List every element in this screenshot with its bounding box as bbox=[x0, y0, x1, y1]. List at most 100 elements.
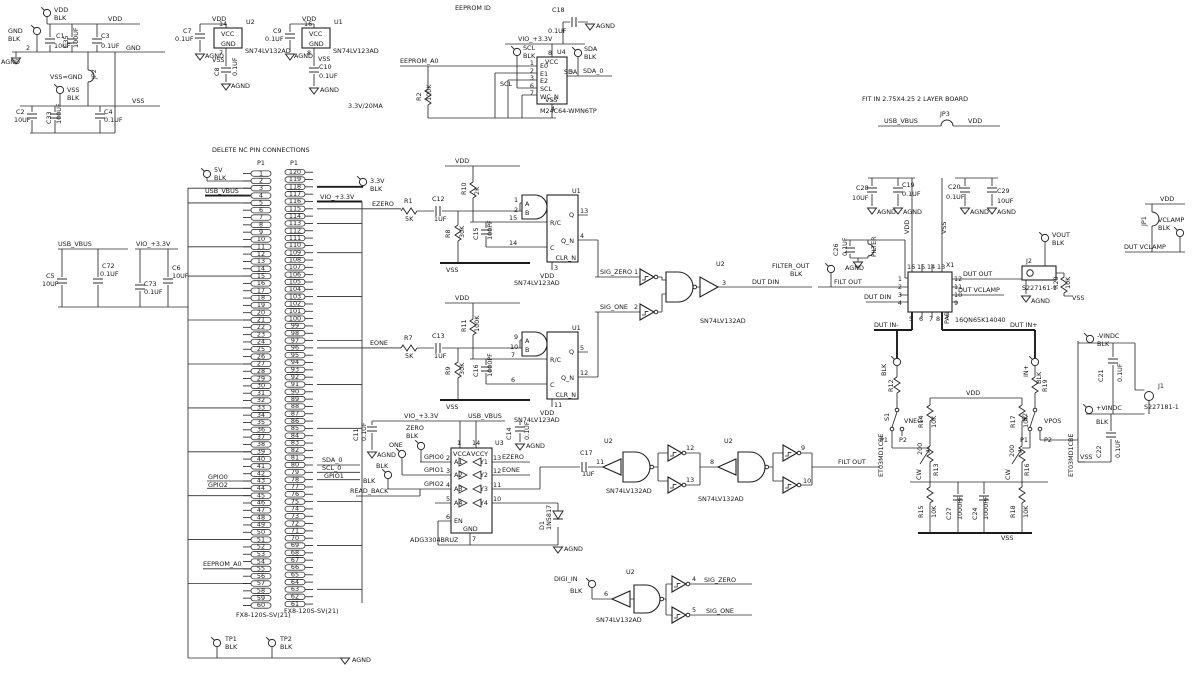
connector-pin bbox=[250, 412, 272, 419]
connector-pin bbox=[250, 595, 272, 602]
schematic-label: P1 bbox=[257, 159, 265, 167]
wires-x1 bbox=[818, 177, 1072, 318]
testpoint-SCL bbox=[510, 45, 522, 57]
connector-pin-number: 88 bbox=[291, 402, 299, 410]
connector-pin bbox=[250, 251, 272, 258]
wires-bypass bbox=[199, 23, 315, 86]
schematic-label: VDD bbox=[212, 15, 226, 23]
connector-pin-number: 104 bbox=[289, 285, 301, 293]
schematic-label: C7 bbox=[183, 27, 192, 35]
connector-pin bbox=[250, 485, 272, 492]
ic-U4-eeprom bbox=[536, 56, 568, 105]
schematic-label: SCL bbox=[523, 44, 536, 52]
testpoint-VOUT bbox=[1038, 231, 1050, 243]
schematic-label: Q bbox=[569, 211, 574, 219]
connector-pin-number: 66 bbox=[291, 563, 299, 571]
connector-pin bbox=[250, 580, 272, 587]
schematic-label: FILT OUT bbox=[838, 458, 866, 466]
switch-S1 bbox=[889, 407, 905, 432]
schematic-label: 0.1UF bbox=[523, 421, 531, 440]
schematic-label: 0.1UF bbox=[175, 35, 194, 43]
schematic-label: DUT IN+ bbox=[1010, 321, 1038, 329]
schematic-label: PAD bbox=[943, 311, 951, 324]
connector-pin bbox=[250, 441, 272, 448]
schematic-label: GPIO0 bbox=[208, 473, 228, 481]
connector-pin-number: 78 bbox=[291, 475, 299, 483]
schematic-label: 5 bbox=[569, 68, 573, 76]
schematic-label: SDA_0 bbox=[322, 456, 343, 464]
connector-pin-number: 55 bbox=[257, 565, 265, 573]
ic-X1 bbox=[907, 271, 953, 313]
connector-pin-number: 115 bbox=[289, 205, 301, 213]
schematic-label: 1 bbox=[530, 59, 534, 67]
agnd-symbol bbox=[195, 53, 205, 61]
schematic-label: 16 bbox=[304, 20, 312, 28]
gate-mono2-and bbox=[521, 331, 548, 357]
potentiometer-R13 bbox=[919, 445, 934, 465]
schematic-label: 200 bbox=[916, 443, 924, 455]
schematic-label: C12 bbox=[432, 195, 445, 203]
connector-pin-number: 113 bbox=[289, 219, 301, 227]
schematic-label: ET03MD1CBE bbox=[877, 434, 885, 477]
schematic-label: VSS bbox=[446, 403, 459, 411]
schematic-label: A bbox=[525, 200, 530, 208]
schematic-label: +VINDC bbox=[1096, 404, 1122, 412]
wires-dutin bbox=[874, 312, 1036, 358]
schematic-label: R2 bbox=[415, 92, 423, 101]
schematic-label: VCCY bbox=[471, 450, 488, 458]
schematic-label: C11 bbox=[352, 428, 360, 441]
schematic-label: 10K bbox=[1064, 276, 1072, 289]
schematic-label: VSS bbox=[1001, 534, 1014, 542]
schematic-label: C8 bbox=[213, 67, 221, 76]
schematic-label: WC_N bbox=[540, 93, 559, 101]
testpoint-DUT-IN-MINUS bbox=[890, 355, 902, 367]
schematic-label: DUT VCLAMP bbox=[958, 286, 1000, 294]
schematic-label: EZERO bbox=[502, 453, 524, 461]
connector-pin-number: 14 bbox=[257, 264, 265, 272]
schematic-label: EEPROM_A0 bbox=[400, 57, 439, 65]
ic-U1-mono2 bbox=[546, 331, 579, 400]
schematic-label: C6 bbox=[172, 264, 181, 272]
schematic-label: 10K bbox=[1022, 415, 1030, 428]
connector-pin bbox=[250, 309, 272, 316]
schematic-label: VOUT bbox=[1052, 231, 1070, 239]
cap-C7 bbox=[194, 33, 206, 39]
schematic-label: 12 bbox=[686, 444, 694, 452]
schematic-label: 30K bbox=[458, 225, 466, 238]
schematic-label: R8 bbox=[444, 229, 452, 238]
schematic-label: R11 bbox=[460, 319, 468, 332]
cap-C20 bbox=[959, 187, 971, 193]
schematic-label: U2 bbox=[246, 18, 255, 26]
connector-pin-number: 95 bbox=[291, 351, 299, 359]
schematic-label: VDD bbox=[966, 389, 980, 397]
schematic-label: 4 bbox=[551, 105, 555, 113]
connector-pin bbox=[250, 558, 272, 565]
schematic-label: 100PF bbox=[486, 220, 494, 240]
connector-pin bbox=[250, 346, 272, 353]
connector-pin-number: 51 bbox=[257, 535, 265, 543]
schematic-label: DUT DIN bbox=[864, 293, 891, 301]
schematic-label: VDD bbox=[540, 409, 554, 417]
schematic-label: BLK bbox=[790, 270, 803, 278]
schematic-label: J1 bbox=[1157, 382, 1164, 390]
schematic-label: 14 bbox=[927, 263, 935, 271]
testpoint-5V bbox=[200, 167, 212, 179]
schematic-label: C5 bbox=[46, 272, 55, 280]
schematic-label: 7 bbox=[929, 315, 933, 323]
connector-pin bbox=[250, 602, 272, 609]
schematic-label: VDD bbox=[455, 294, 469, 302]
ic-U1-mono1 bbox=[546, 194, 579, 263]
schematic-label: 100K bbox=[425, 84, 433, 101]
schematic-label: GPIO1 bbox=[424, 466, 444, 474]
schematic-label: S2 bbox=[1021, 413, 1029, 421]
schematic-label: A3 bbox=[454, 485, 462, 493]
schematic-label: VDD bbox=[903, 220, 911, 234]
connector-pin bbox=[250, 243, 272, 250]
connector-pin-number: 50 bbox=[257, 528, 265, 536]
schematic-label: 5K bbox=[405, 352, 414, 360]
schematic-label: X1 bbox=[946, 261, 954, 269]
schematic-label: C73 bbox=[144, 280, 157, 288]
wires-levelshift bbox=[356, 420, 603, 546]
schematic-label: 12 bbox=[493, 467, 501, 475]
schematic-label: GND bbox=[309, 40, 324, 48]
